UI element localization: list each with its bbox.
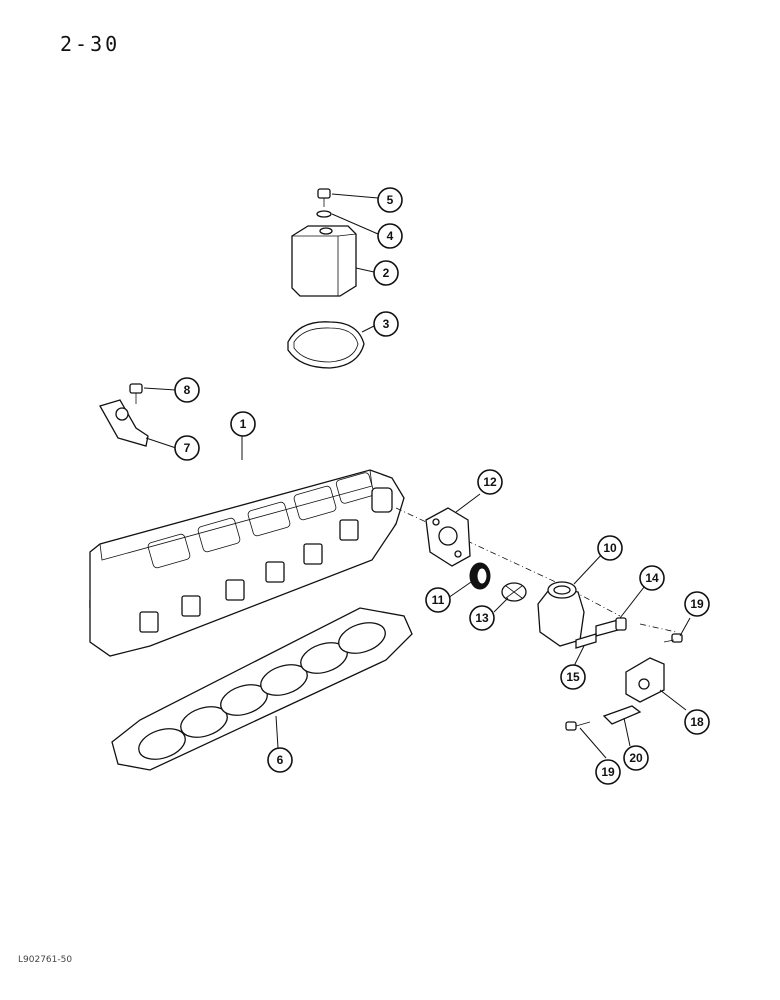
page-number: 2-30 bbox=[60, 32, 121, 56]
bolt-part-19-lower bbox=[565, 721, 591, 731]
cylinder-head-part-1 bbox=[89, 469, 405, 657]
callout-7-label: 7 bbox=[184, 441, 191, 455]
seal-part-11 bbox=[469, 562, 491, 590]
callout-7[interactable]: 7 bbox=[174, 435, 200, 461]
callout-14[interactable]: 14 bbox=[639, 565, 665, 591]
callout-4-label: 4 bbox=[387, 229, 394, 243]
callout-20-label: 20 bbox=[629, 751, 643, 765]
callout-1-label: 1 bbox=[240, 417, 247, 431]
leader-lines bbox=[143, 193, 691, 759]
callout-12[interactable]: 12 bbox=[477, 469, 503, 495]
bolt-part-19-upper bbox=[663, 633, 683, 643]
bolt-part-8 bbox=[129, 383, 143, 404]
callout-15-label: 15 bbox=[566, 670, 580, 684]
callout-11-label: 11 bbox=[432, 593, 445, 607]
callout-6[interactable]: 6 bbox=[267, 747, 293, 773]
callout-10[interactable]: 10 bbox=[597, 535, 623, 561]
callout-11[interactable]: 11 bbox=[425, 587, 451, 613]
callout-5[interactable]: 5 bbox=[377, 187, 403, 213]
centerline-2 bbox=[639, 623, 677, 633]
callout-19-lower[interactable]: 19 bbox=[595, 759, 621, 785]
callout-8[interactable]: 8 bbox=[174, 377, 200, 403]
cover-part-2 bbox=[291, 225, 357, 297]
callout-13-label: 13 bbox=[475, 611, 489, 625]
figure-code: L902761-50 bbox=[18, 955, 73, 965]
head-gasket-part-6 bbox=[111, 607, 413, 771]
strap-part-20 bbox=[602, 705, 642, 725]
bracket-part-7 bbox=[99, 399, 149, 447]
callout-3[interactable]: 3 bbox=[373, 311, 399, 337]
gasket-part-12 bbox=[425, 507, 471, 567]
callout-19-upper[interactable]: 19 bbox=[684, 591, 710, 617]
thermostat-housing-part-10 bbox=[537, 581, 585, 647]
callout-2[interactable]: 2 bbox=[373, 260, 399, 286]
callout-3-label: 3 bbox=[383, 317, 390, 331]
callout-2-label: 2 bbox=[383, 266, 390, 280]
callout-18[interactable]: 18 bbox=[684, 709, 710, 735]
centerline bbox=[395, 507, 621, 617]
callout-10-label: 10 bbox=[603, 541, 617, 555]
callout-12-label: 12 bbox=[483, 475, 497, 489]
callout-19-lower-label: 19 bbox=[601, 765, 615, 779]
callout-15[interactable]: 15 bbox=[560, 664, 586, 690]
bracket-part-18 bbox=[625, 657, 665, 703]
callout-1[interactable]: 1 bbox=[230, 411, 256, 437]
bolt-part-5 bbox=[317, 188, 331, 207]
callout-5-label: 5 bbox=[387, 193, 394, 207]
callout-20[interactable]: 20 bbox=[623, 745, 649, 771]
callout-4[interactable]: 4 bbox=[377, 223, 403, 249]
callout-6-label: 6 bbox=[277, 753, 284, 767]
gasket-part-3 bbox=[287, 321, 365, 369]
callout-8-label: 8 bbox=[184, 383, 191, 397]
callout-19-upper-label: 19 bbox=[690, 597, 704, 611]
bolt-part-14 bbox=[595, 617, 627, 637]
callout-13[interactable]: 13 bbox=[469, 605, 495, 631]
bolt-part-15 bbox=[575, 633, 597, 649]
thermostat-part-13 bbox=[501, 582, 527, 602]
callout-14-label: 14 bbox=[645, 571, 659, 585]
oring-part-4 bbox=[316, 210, 332, 218]
callout-18-label: 18 bbox=[690, 715, 704, 729]
